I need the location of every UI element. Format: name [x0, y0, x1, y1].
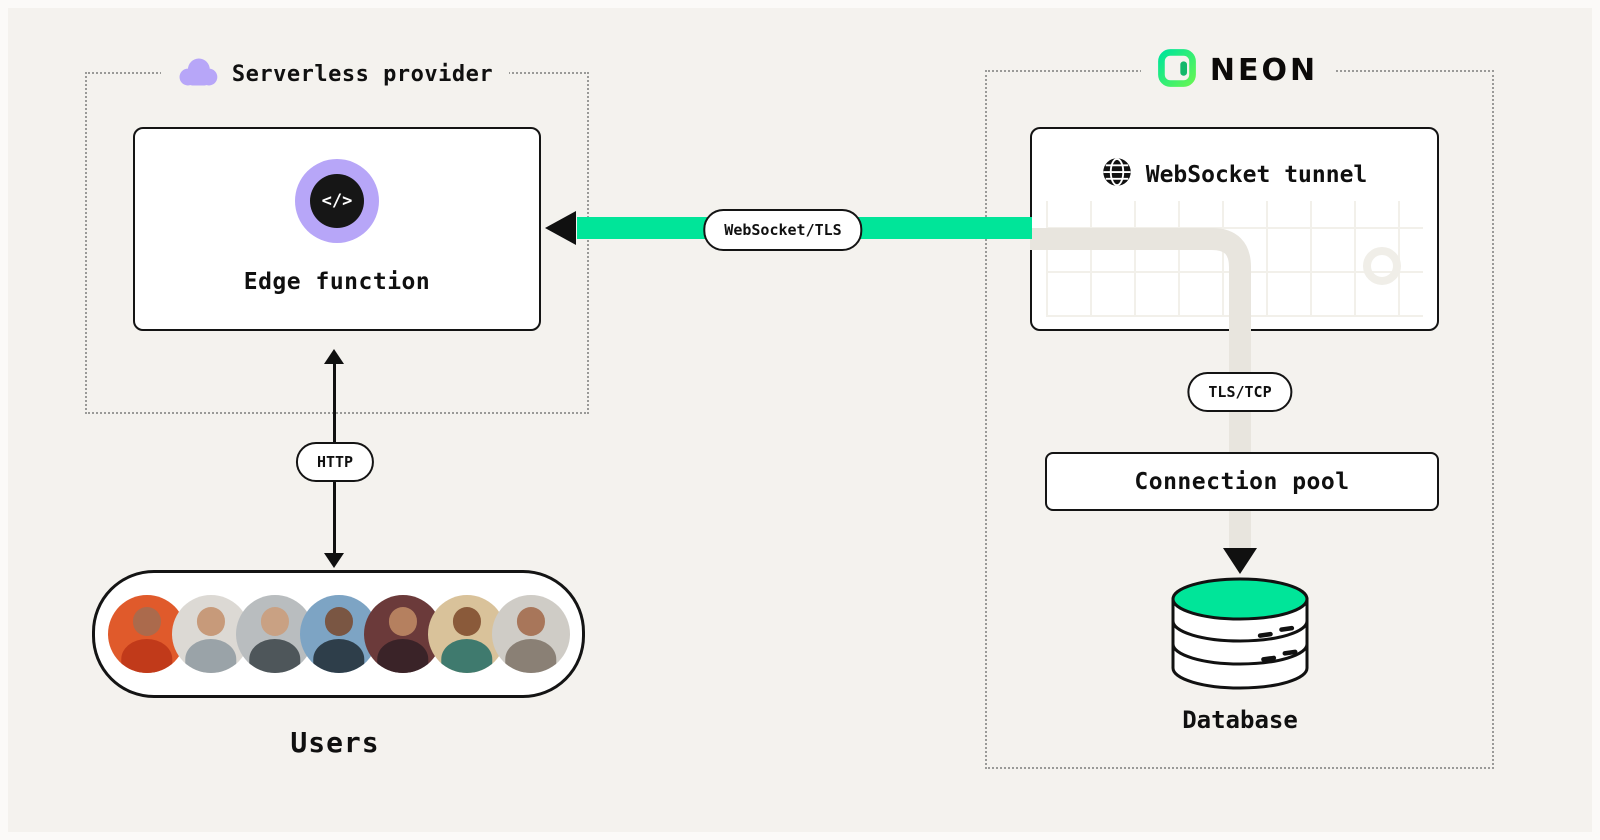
database-label: Database: [1182, 706, 1298, 734]
websocket-tls-pill: WebSocket/TLS: [703, 209, 863, 251]
arrowhead-down-icon: [1223, 548, 1257, 574]
code-glyph: </>: [321, 191, 353, 211]
neon-logo-icon: [1157, 48, 1197, 92]
arrowhead-left-icon: [545, 211, 576, 245]
diagram-canvas: Serverless provider NEON: [8, 8, 1592, 832]
serverless-provider-title: Serverless provider: [231, 61, 494, 87]
http-pill: HTTP: [295, 442, 375, 482]
edge-function-label: Edge function: [243, 269, 431, 295]
edge-function-card: </> Edge function: [133, 127, 541, 331]
users-pill: [92, 570, 585, 698]
websocket-tunnel-label: WebSocket tunnel: [1145, 162, 1368, 188]
serverless-provider-header: Serverless provider: [85, 52, 585, 96]
user-avatar: [491, 595, 570, 673]
connection-pool-card: Connection pool: [1045, 452, 1439, 511]
arrowhead-down-icon: [324, 553, 344, 568]
websocket-tunnel-card: WebSocket tunnel: [1030, 127, 1439, 331]
arrowhead-up-icon: [324, 349, 344, 364]
tls-tcp-pill: TLS/TCP: [1187, 372, 1293, 412]
database-icon: [1171, 577, 1309, 690]
neon-wordmark: NEON: [1209, 52, 1319, 88]
users-label: Users: [290, 726, 380, 759]
neon-brand-header: NEON: [985, 48, 1490, 92]
code-icon: </>: [295, 159, 379, 243]
cloud-icon: [177, 57, 219, 91]
globe-icon: [1102, 157, 1132, 193]
